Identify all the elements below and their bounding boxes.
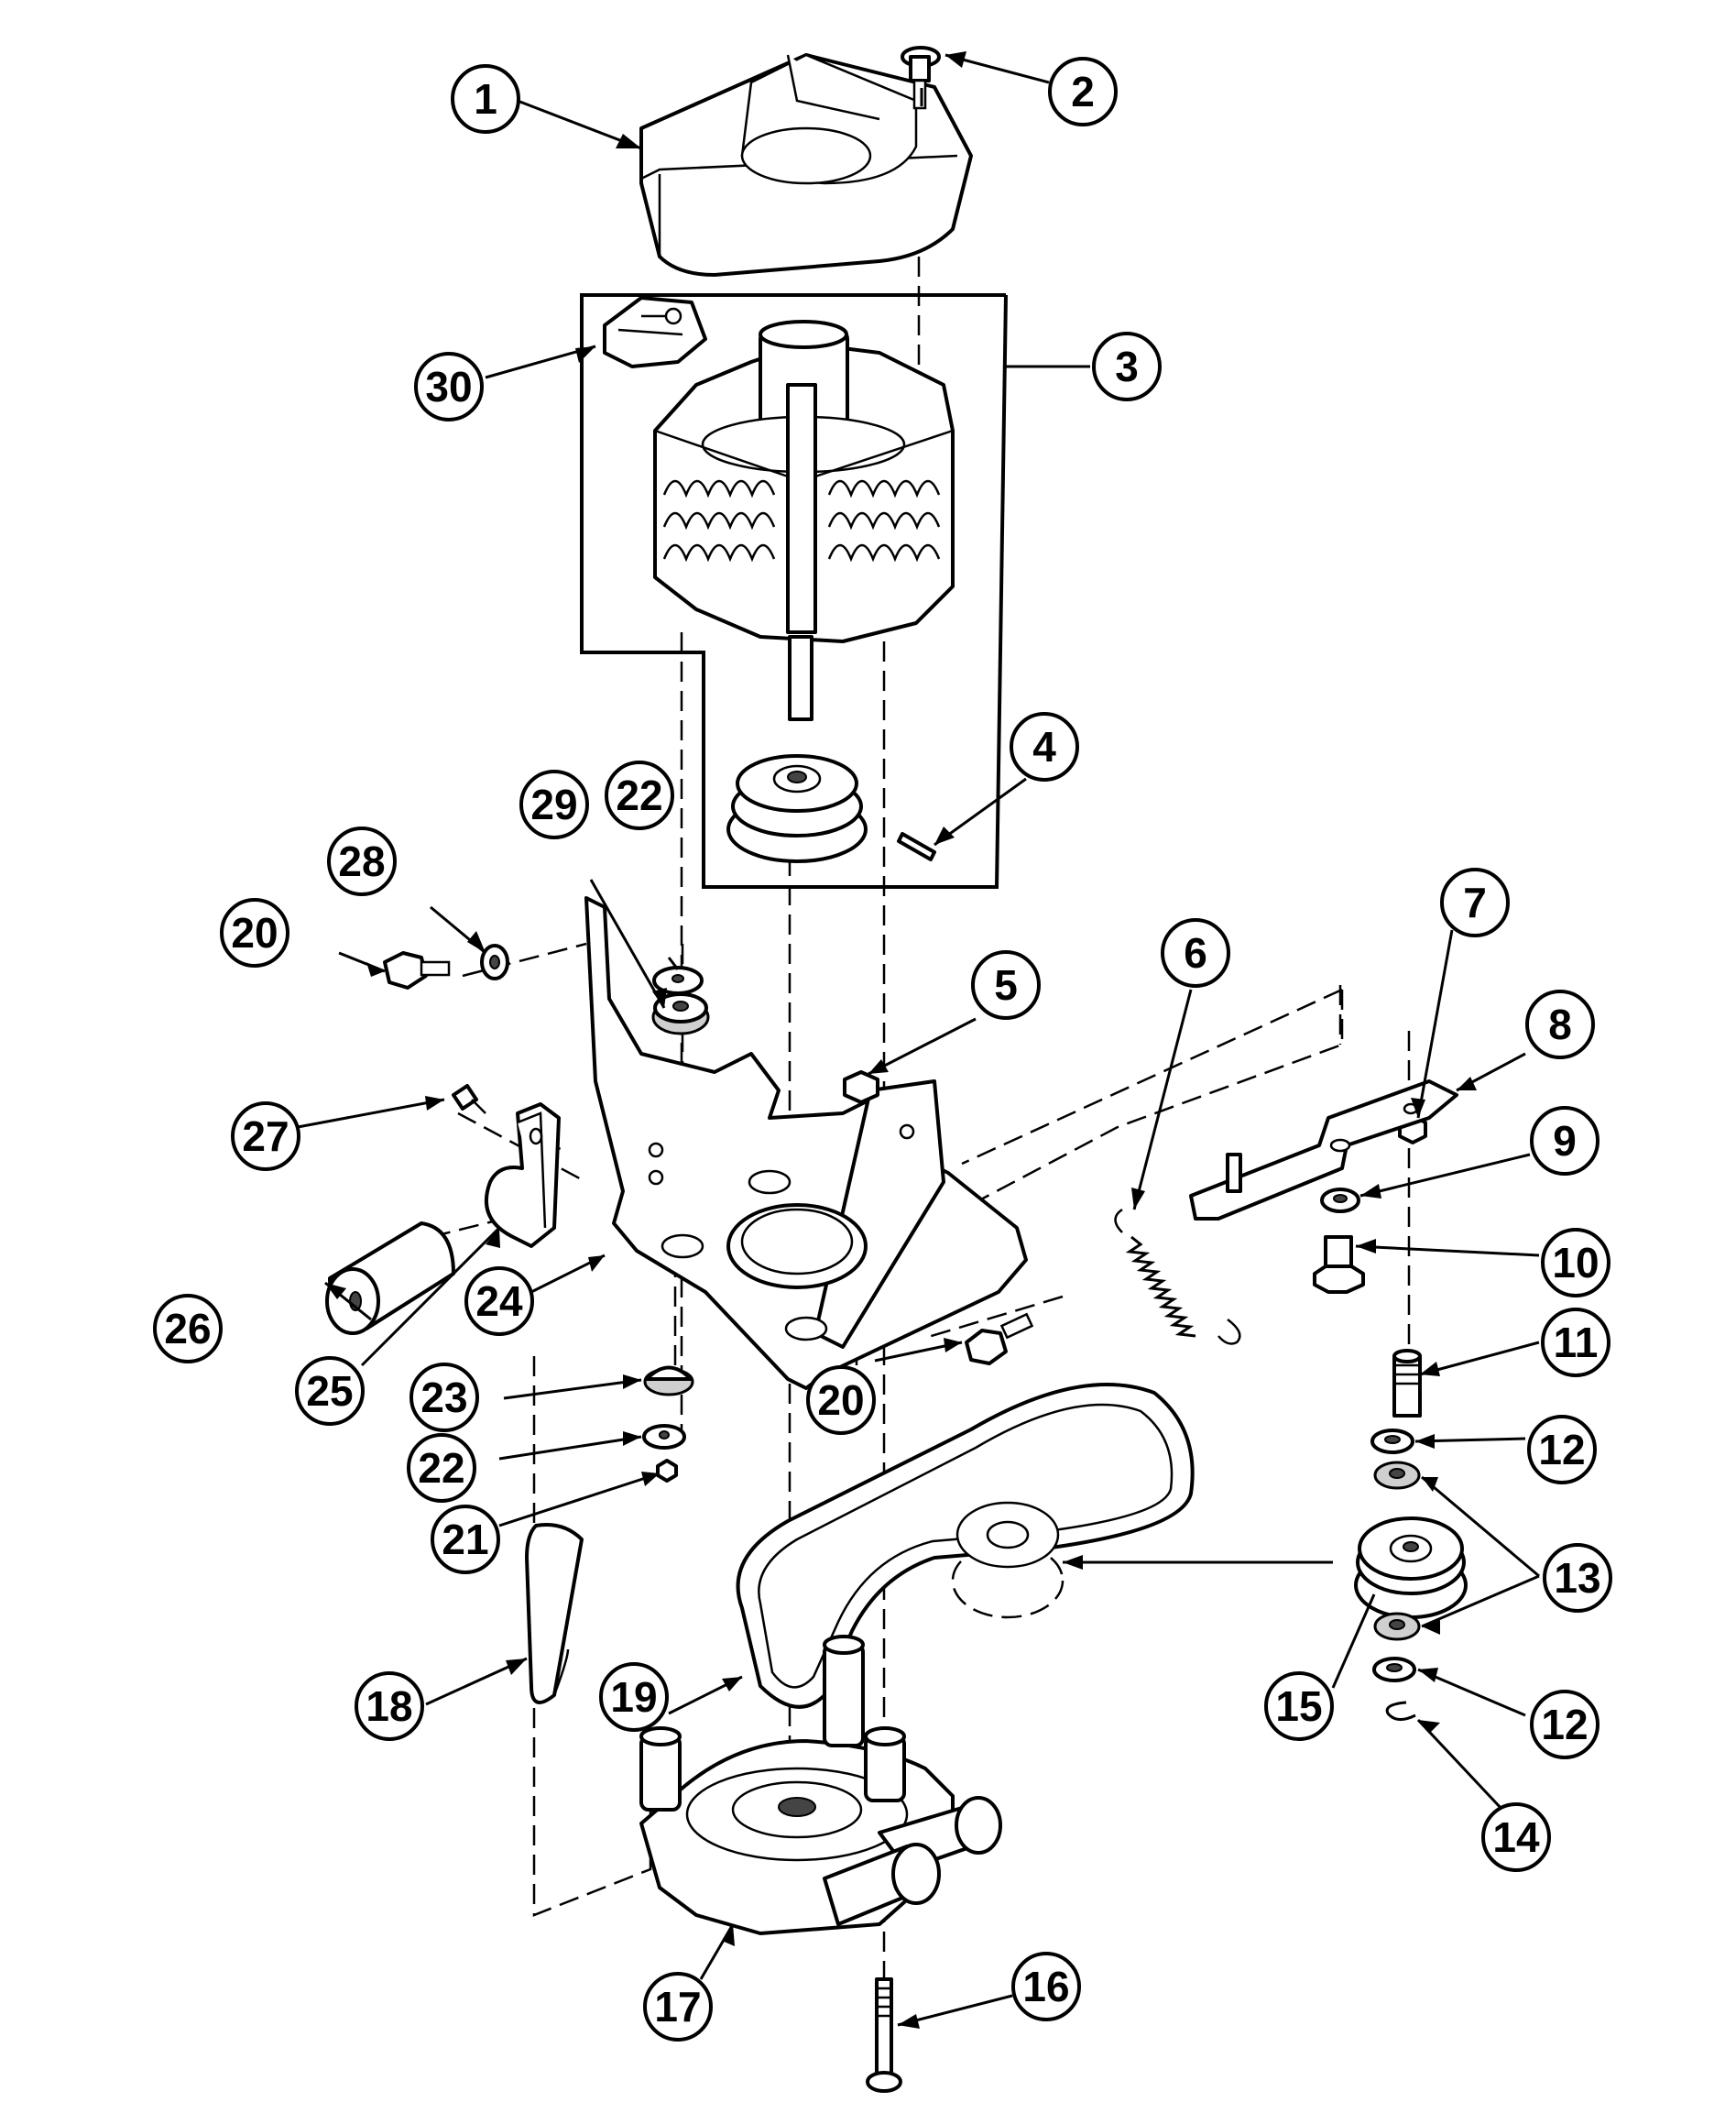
callout-12-lower: 12 <box>1530 1690 1600 1759</box>
callout-22-top: 22 <box>605 761 674 830</box>
callout-7-label: 7 <box>1463 879 1487 926</box>
tension-spring-part <box>1114 1208 1241 1345</box>
callout-20-left: 20 <box>220 898 289 968</box>
callout-5: 5 <box>971 950 1041 1020</box>
callout-13: 13 <box>1543 1543 1612 1613</box>
callout-24-label: 24 <box>475 1277 523 1325</box>
motor-cover-part <box>639 53 973 277</box>
callout-22-bottom: 22 <box>407 1433 476 1503</box>
motor-mount-bracket-part <box>584 896 1028 1390</box>
callout-18: 18 <box>355 1671 424 1741</box>
callout-14-label: 14 <box>1492 1813 1540 1861</box>
callout-6: 6 <box>1161 918 1230 988</box>
callout-16-label: 16 <box>1022 1963 1069 2010</box>
grommet-top-part <box>651 966 710 1035</box>
arrowheads <box>325 51 1477 2029</box>
capacitor-clamp-part <box>325 1084 561 1335</box>
callout-9: 9 <box>1530 1106 1600 1176</box>
callout-11-label: 11 <box>1554 1319 1599 1366</box>
callout-11: 11 <box>1541 1308 1610 1377</box>
callout-23: 23 <box>409 1363 479 1432</box>
callout-8: 8 <box>1525 990 1595 1059</box>
leader-arrows <box>297 53 1540 2027</box>
callout-3: 3 <box>1092 332 1162 401</box>
callout-4: 4 <box>1010 712 1079 782</box>
callout-26-label: 26 <box>164 1305 211 1352</box>
callout-25-label: 25 <box>306 1367 353 1415</box>
callout-22-top-label: 22 <box>616 772 662 819</box>
callout-15-label: 15 <box>1275 1682 1322 1730</box>
callout-1: 1 <box>451 64 520 134</box>
pump-screw-part <box>866 1977 902 2093</box>
callout-27-label: 27 <box>242 1112 289 1160</box>
callout-17: 17 <box>643 1972 713 2042</box>
callout-30-label: 30 <box>425 363 472 411</box>
callout-8-label: 8 <box>1548 1001 1572 1048</box>
callout-19: 19 <box>599 1662 669 1732</box>
callout-29-label: 29 <box>530 781 577 828</box>
callout-12-lower-label: 12 <box>1541 1701 1588 1748</box>
callouts: 1 2 3 4 5 6 7 8 9 10 11 12 13 12 14 15 1… <box>153 57 1612 2042</box>
callout-2-label: 2 <box>1071 68 1095 115</box>
callout-4-label: 4 <box>1032 723 1056 771</box>
callout-22-bottom-label: 22 <box>418 1444 464 1492</box>
callout-19-label: 19 <box>610 1673 657 1721</box>
callout-12-upper: 12 <box>1527 1415 1597 1484</box>
pump-shield-part <box>525 1523 584 1704</box>
callout-25: 25 <box>295 1356 365 1426</box>
callout-17-label: 17 <box>654 1983 701 2031</box>
callout-14: 14 <box>1481 1802 1551 1872</box>
callout-5-label: 5 <box>994 961 1018 1009</box>
callout-29: 29 <box>519 770 589 839</box>
drive-belt-part <box>736 1383 1195 1709</box>
callout-1-label: 1 <box>474 75 497 123</box>
callout-27: 27 <box>231 1101 300 1171</box>
motor-assembly-frame <box>580 293 1008 889</box>
nut-top-part <box>843 1070 879 1104</box>
bolt-right-part <box>965 1312 1034 1365</box>
callout-16: 16 <box>1011 1952 1081 2021</box>
callout-2: 2 <box>1048 57 1118 126</box>
callout-21-label: 21 <box>442 1516 488 1563</box>
callout-7: 7 <box>1440 868 1510 937</box>
callout-6-label: 6 <box>1184 929 1207 977</box>
drive-motor-part <box>653 320 955 721</box>
cover-screw-part <box>901 46 941 110</box>
callout-12-upper-label: 12 <box>1538 1426 1585 1473</box>
callout-13-label: 13 <box>1554 1554 1600 1602</box>
callout-20-left-label: 20 <box>231 909 278 957</box>
callout-10: 10 <box>1541 1228 1610 1297</box>
bolt-left-part <box>383 944 509 990</box>
callout-3-label: 3 <box>1115 343 1139 390</box>
callout-30: 30 <box>414 352 484 421</box>
idler-pulley-stack-part <box>1354 1349 1468 1721</box>
callout-26: 26 <box>153 1294 223 1363</box>
callout-28-label: 28 <box>338 838 385 885</box>
callout-20-right: 20 <box>806 1365 876 1435</box>
water-pump-part <box>639 1635 1002 1935</box>
callout-23-label: 23 <box>420 1374 467 1421</box>
callout-10-label: 10 <box>1552 1239 1599 1286</box>
motor-switch-part <box>603 296 707 368</box>
callout-20-right-label: 20 <box>817 1376 864 1424</box>
callout-18-label: 18 <box>366 1682 412 1730</box>
callout-15: 15 <box>1264 1671 1334 1741</box>
grommet-stack-part <box>642 1365 694 1483</box>
motor-pulley-part <box>726 754 936 863</box>
callout-9-label: 9 <box>1553 1117 1577 1165</box>
callout-24: 24 <box>464 1266 534 1336</box>
callout-21: 21 <box>431 1505 500 1574</box>
callout-28: 28 <box>327 827 397 896</box>
